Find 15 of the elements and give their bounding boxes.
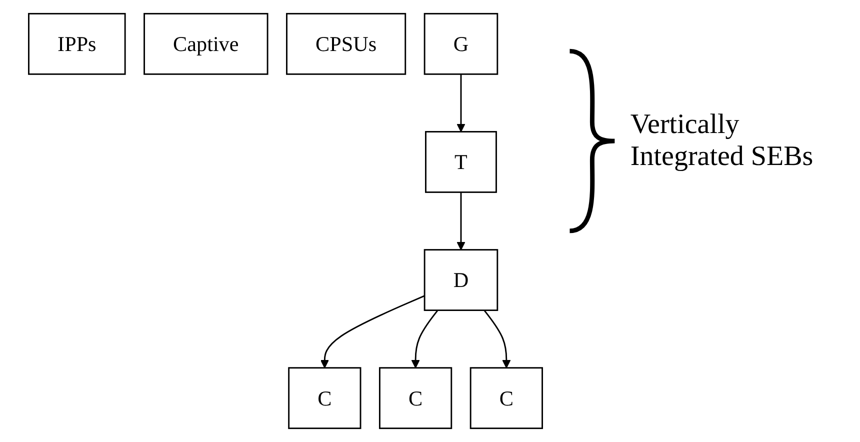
node-box: C: [470, 367, 544, 430]
node-box: G: [424, 12, 499, 75]
arrow: [484, 310, 512, 368]
node-box: C: [288, 367, 362, 430]
bracket-label: Vertically Integrated SEBs: [630, 109, 814, 173]
node-box: CPSUs: [286, 12, 407, 75]
arrow: [320, 295, 426, 368]
arrow: [412, 310, 439, 368]
node-box: D: [424, 249, 499, 311]
node-box: Captive: [144, 12, 269, 75]
arrow: [457, 74, 466, 132]
arrow: [457, 192, 466, 250]
node-box: IPPs: [28, 12, 126, 75]
node-box: C: [379, 367, 453, 430]
node-box: T: [426, 131, 498, 193]
